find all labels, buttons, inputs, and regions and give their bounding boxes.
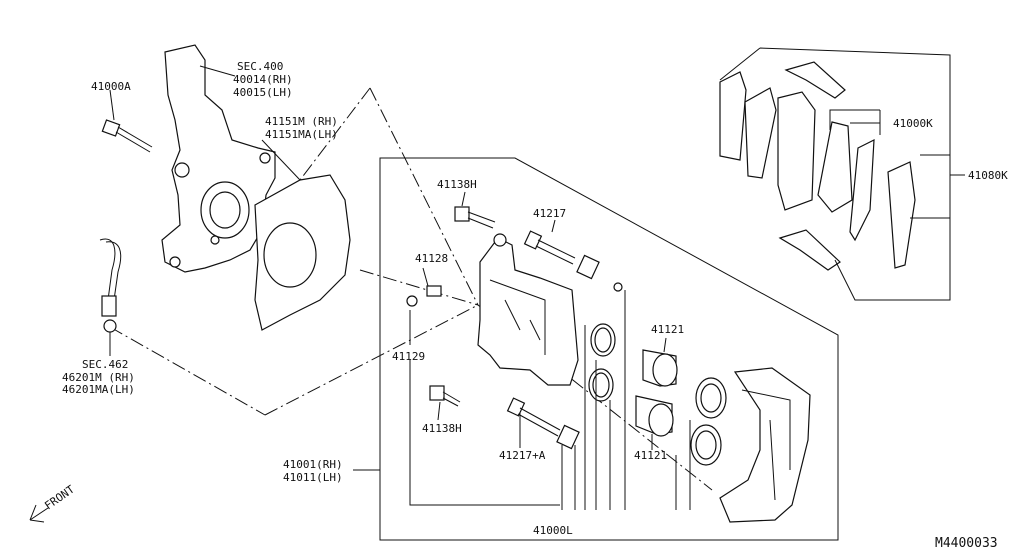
pistons — [635, 349, 678, 437]
label-piston-bottom: 41121 — [634, 449, 667, 462]
label-knuckle-lh: 40015(LH) — [233, 86, 293, 99]
steering-knuckle — [161, 44, 276, 273]
label-hose-rh: 46201M (RH) — [62, 371, 135, 384]
guide-pin-bottom — [506, 397, 580, 450]
assembly-dash-line — [109, 87, 713, 491]
label-caliper-rh: 41001(RH) — [283, 458, 343, 471]
label-front: FRONT — [42, 483, 77, 513]
caliper-bolt-top — [454, 206, 496, 229]
label-plate-rh: 41151M (RH) — [265, 115, 338, 128]
label-plate-lh: 41151MA(LH) — [265, 128, 338, 141]
label-knuckle-sec: SEC.400 — [237, 60, 283, 73]
leader-lines — [109, 47, 965, 510]
caliper-assembly-box — [379, 157, 839, 541]
pad-clips — [778, 61, 846, 271]
label-hose-lh: 46201MA(LH) — [62, 383, 135, 396]
caliper-bracket — [719, 367, 811, 523]
label-41000a: 41000A — [91, 80, 131, 93]
knuckle-bolt — [101, 119, 153, 153]
bleeder-screw — [406, 285, 442, 307]
dust-shield — [254, 174, 351, 331]
brake-hose — [99, 238, 122, 333]
label-caliper-lh: 41011(LH) — [283, 471, 343, 484]
label-pad-kit: 41000K — [893, 117, 933, 130]
label-hardware-kit: 41080K — [968, 169, 1008, 182]
caliper-bolt-bottom — [429, 385, 461, 407]
label-bolt-bottom: 41138H — [422, 422, 462, 435]
label-seal-kit: 41000L — [533, 524, 573, 537]
front-arrow-icon — [29, 504, 49, 523]
brake-pads — [719, 71, 916, 269]
label-pin-top: 41217 — [533, 207, 566, 220]
label-knuckle-rh: 40014(RH) — [233, 73, 293, 86]
label-hose-sec: SEC.462 — [82, 358, 128, 371]
caliper-body — [477, 233, 579, 386]
label-bleeder: 41128 — [415, 252, 448, 265]
diagram-code: M4400033 — [935, 536, 998, 551]
label-bolt-top: 41138H — [437, 178, 477, 191]
guide-pin-top — [523, 230, 623, 292]
piston-seals — [588, 323, 727, 466]
label-piston-top: 41121 — [651, 323, 684, 336]
label-pin-bottom: 41217+A — [499, 449, 546, 462]
label-cap: 41129 — [392, 350, 425, 363]
